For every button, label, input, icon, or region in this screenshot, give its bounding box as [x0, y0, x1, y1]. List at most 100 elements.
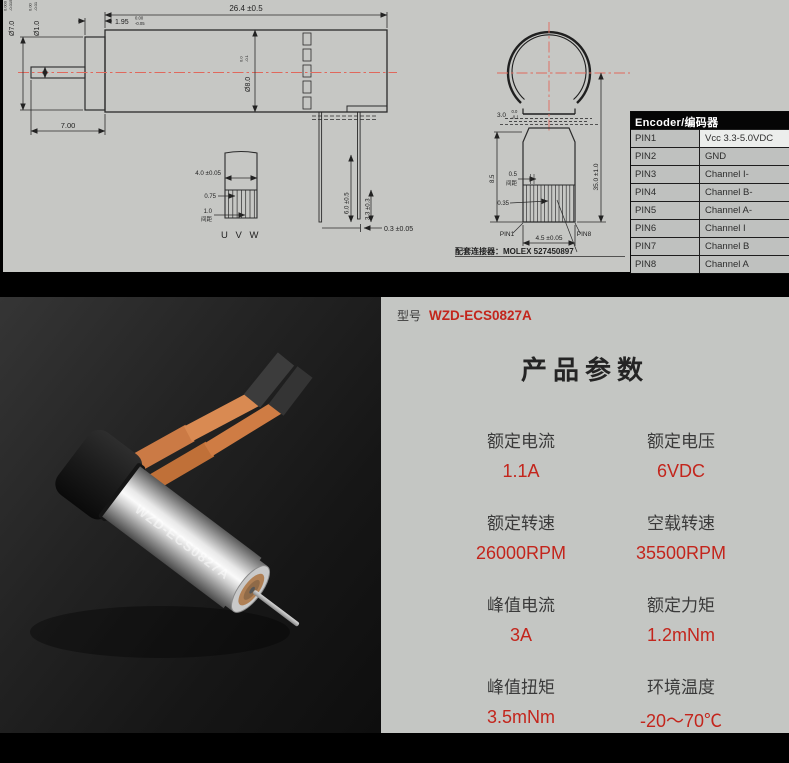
svg-text:-0.01: -0.01 [33, 1, 38, 11]
dim-flat: 3.0 [497, 112, 506, 119]
svg-text:-0.015: -0.015 [8, 0, 13, 11]
pin1-label: PIN1 [500, 231, 515, 238]
param-name: 额定力矩 [647, 596, 715, 615]
param-value: 35500RPM [635, 543, 727, 563]
dim-front-length: 7.00 [61, 121, 76, 130]
param-name: 额定转速 [487, 514, 555, 533]
param-name: 峰值扭矩 [487, 678, 555, 697]
desc-cell: Channel B [705, 241, 750, 252]
parameters-panel: 型号 WZD-ECS0827A 产品参数 额定电流 1.1A 额定电压 6VDC … [381, 297, 789, 733]
svg-text:0.00: 0.00 [28, 2, 33, 11]
dim-overall-length: 26.4 ±0.5 [229, 4, 263, 13]
table-row: PIN6 Channel I [631, 219, 789, 237]
table-row: PIN4 Channel B- [631, 183, 789, 201]
pin-cell: PIN8 [631, 256, 700, 273]
centerline-cross [497, 22, 630, 133]
dim-fpc-pitch: 1.0 [204, 209, 213, 215]
connector-dim-text: 3.0 0.0 -0.1 8.5 0.5 间距 0.35 35.0 ±1.0 P… [455, 109, 600, 256]
param-name: 额定电流 [487, 432, 555, 451]
encoder-table: Encoder/编码器 PIN1 Vcc 3.3-5.0VDC PIN2 GND… [630, 111, 789, 274]
svg-text:0.0: 0.0 [512, 109, 518, 114]
desc-cell: Channel A [705, 259, 749, 270]
dim-connector-height: 8.5 [490, 174, 496, 183]
fpc-detail-view [214, 150, 258, 219]
table-row: PIN3 Channel I- [631, 165, 789, 183]
table-row: PIN7 Channel B [631, 237, 789, 255]
pin-cell: PIN3 [631, 166, 700, 183]
product-photo: WZD-ECS0827A [0, 297, 381, 733]
motor-body: WZD-ECS0827A [55, 429, 300, 627]
pin-cell: PIN1 [631, 130, 700, 147]
model-number: WZD-ECS0827A [429, 308, 532, 323]
dim-pin-length: 6.0 ±0.5 [345, 192, 351, 214]
desc-cell: Channel I [705, 223, 746, 234]
side-view [30, 29, 388, 229]
panel-title: 产品参数 [520, 355, 649, 385]
pin-cell: PIN2 [631, 148, 700, 165]
dim-pin-segment: 3.3 ±0.3 [366, 198, 372, 220]
param-value: 3.5mNm [486, 707, 555, 727]
parameter: 额定转速 26000RPM [441, 509, 601, 564]
parameter: 空载转速 35500RPM [601, 509, 761, 564]
desc-cell: Channel B- [705, 187, 753, 198]
fpc-pitch-label: 间距 [201, 215, 213, 223]
dim-fpc-length: 35.0 ±1.0 [593, 163, 600, 190]
dim-dia8: Ø8.0 [245, 77, 252, 92]
dim-dia1: Ø1.0 [34, 21, 41, 36]
pin-cell: PIN4 [631, 184, 700, 201]
svg-text:-0.05: -0.05 [135, 21, 145, 26]
pin-cell: PIN5 [631, 202, 700, 219]
table-row: PIN1 Vcc 3.3-5.0VDC [631, 129, 789, 147]
param-name: 环境温度 [647, 678, 715, 697]
fpc-detail-text: 4.0 ±0.05 0.75 1.0 间距 U V W [195, 170, 258, 241]
motor-photo-render: WZD-ECS0827A [30, 352, 313, 658]
param-name: 峰值电流 [487, 596, 555, 615]
dim-dia7: Ø7.0 [9, 21, 16, 36]
pad-pitch-label: 间距 [506, 179, 518, 187]
param-value: 6VDC [656, 461, 705, 481]
param-value: 26000RPM [475, 543, 567, 563]
dim-connector-width: 4.5 ±0.05 [535, 235, 562, 242]
param-value: -20～70℃ [639, 711, 723, 731]
param-name: 空载转速 [647, 514, 715, 533]
desc-cell: GND [705, 151, 727, 162]
svg-text:0.000: 0.000 [3, 0, 8, 11]
desc-cell: Channel I- [705, 169, 749, 180]
parameter: 额定电压 6VDC [601, 427, 761, 482]
svg-text:0.0: 0.0 [239, 56, 244, 62]
motor-can [102, 466, 262, 609]
fpc-connector-tip [243, 352, 295, 408]
connector-note: 配套连接器：MOLEX 527450897 [455, 246, 574, 256]
parameter-grid: 额定电流 1.1A 额定电压 6VDC 额定转速 26000RPM 空载转速 3… [381, 427, 789, 733]
table-row: PIN5 Channel A- [631, 201, 789, 219]
parameter: 环境温度 -20～70℃ [601, 673, 761, 733]
table-row: PIN8 Channel A [631, 255, 789, 273]
side-view-dim-lines [20, 12, 388, 232]
technical-drawing-panel: 26.4 ±0.5 1.95 0.00 -0.05 Ø7.0 0.000 -0.… [0, 0, 789, 274]
table-row: PIN2 GND [631, 147, 789, 165]
svg-text:0.00: 0.00 [135, 16, 144, 21]
motor-shadow [30, 606, 290, 658]
motor-shaft [253, 590, 300, 627]
desc-cell: Channel A- [705, 205, 753, 216]
encoder-table-title: Encoder/编码器 [631, 112, 789, 129]
dim-fpc-width: 4.0 ±0.05 [195, 170, 221, 177]
parameter: 额定电流 1.1A [441, 427, 601, 482]
dim-pad-pitch: 0.5 [509, 172, 518, 178]
dim-pin-thickness: 0.3 ±0.05 [384, 226, 413, 233]
parameter: 峰值扭矩 3.5mNm [441, 673, 601, 733]
svg-text:-0.1: -0.1 [512, 115, 520, 120]
model-label: 型号 [397, 309, 422, 323]
param-value: 1.2mNm [646, 625, 715, 645]
param-name: 额定电压 [647, 432, 715, 451]
pin-cell: PIN7 [631, 238, 700, 255]
parameter: 峰值电流 3A [441, 591, 601, 646]
fpc-connector-tip [268, 366, 313, 416]
param-value: 1.1A [502, 461, 540, 481]
connector-view [455, 72, 625, 257]
dim-fpc-pad: 0.75 [204, 194, 216, 200]
parameter: 额定力矩 1.2mNm [601, 591, 761, 646]
fpc-ribbons [115, 352, 313, 498]
svg-text:-0.1: -0.1 [244, 54, 249, 62]
pin8-label: PIN8 [577, 231, 592, 238]
